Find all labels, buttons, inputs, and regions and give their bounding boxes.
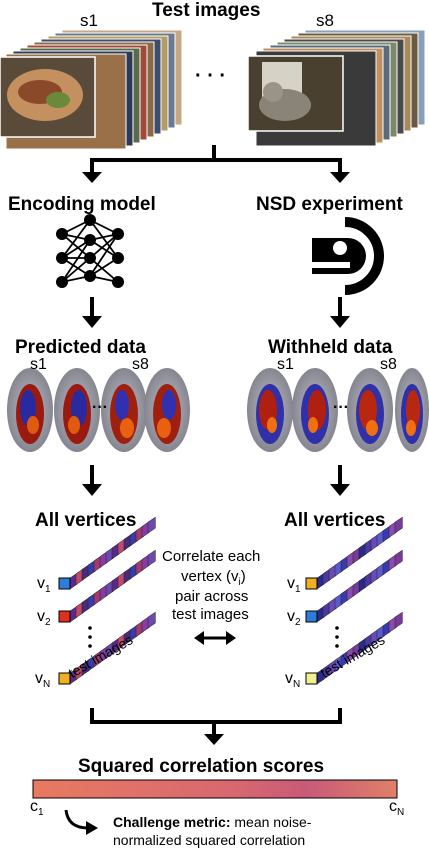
split-connector [90,145,342,172]
brain-maps-predicted [7,368,190,452]
challenge-metric-line-1: Challenge metric: mean noise- [113,814,312,830]
correlate-line-1: Correlate each [162,548,261,565]
cN-label: cN [389,798,405,819]
arrow-down-left-1 [82,172,102,183]
neural-network-nodes [56,214,124,288]
vertical-ellipsis-left [88,626,92,648]
vN-label-left: vN [35,670,51,691]
image-stack-s1 [0,29,183,150]
vN-square-left [58,672,71,685]
brain-maps-withheld [247,368,429,452]
vertex-bars [69,516,403,685]
arrow-down-right-2 [330,316,350,328]
arrows-row-2 [90,297,342,318]
v1-label-left: v1 [37,575,51,596]
v2-label-left: v2 [37,608,51,629]
label-squared-correlation-scores: Squared correlation scores [78,756,325,777]
v1-square-left [58,577,71,590]
label-s1-predicted: s1 [30,356,47,373]
double-arrow-icon [194,631,236,645]
label-s8-withheld: s8 [380,356,397,373]
label-all-vertices-right: All vertices [284,510,386,531]
curved-arrow-head [86,821,98,835]
correlate-line-3: pair across [175,588,249,605]
arrow-down-right-1 [330,172,350,183]
vertical-ellipsis-right [335,626,339,648]
label-predicted-data: Predicted data [15,337,146,358]
challenge-metric-line-2: normalized squared correlation [113,832,306,848]
vN-label-right: vN [285,670,301,691]
title-test-images: Test images [152,0,261,21]
label-encoding-model: Encoding model [8,194,156,215]
merge-connector [90,708,342,735]
label-all-vertices-left: All vertices [35,510,137,531]
v1-label-right: v1 [287,575,301,596]
v2-square-left [58,610,71,623]
arrow-down-left-3 [82,484,102,496]
brains-ellipsis-right: ··· [333,399,349,416]
label-withheld-data: Withheld data [268,337,393,358]
v2-square-right [305,610,318,623]
label-s1-images: s1 [80,11,98,30]
correlate-line-2: vertex (vi) [181,568,246,588]
curved-arrow-icon [64,809,89,830]
correlate-line-4: test images [172,606,249,623]
arrow-down-left-2 [82,316,102,328]
brains-ellipsis-left: ··· [92,399,108,416]
label-s8-predicted: s8 [132,356,149,373]
score-bar [32,779,398,799]
mri-scanner-icon [306,217,384,295]
label-nsd-experiment: NSD experiment [256,194,403,215]
c1-label: c1 [30,798,44,819]
arrow-down-merge [204,734,224,745]
arrow-down-right-3 [330,484,350,496]
arrows-row-3 [90,465,342,485]
images-ellipsis: · · · [195,65,227,87]
label-s1-withheld: s1 [277,356,294,373]
label-s8-images: s8 [316,11,334,30]
v1-square-right [305,577,318,590]
v2-label-right: v2 [287,608,301,629]
vN-square-right [305,672,318,685]
image-stack-s8 [247,29,426,147]
